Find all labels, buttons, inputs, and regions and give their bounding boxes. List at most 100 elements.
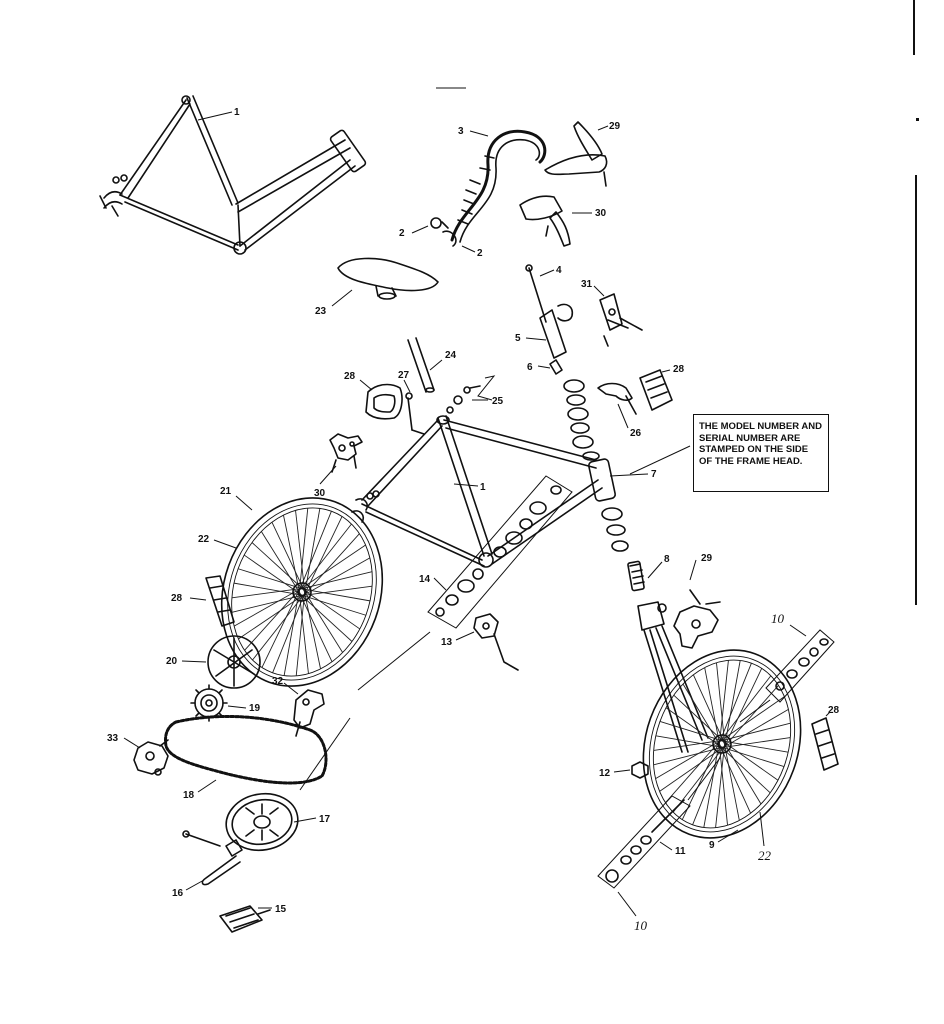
callout-seat-post: 24 [445,350,457,361]
seat-clamp-bolts-drawing [446,385,481,414]
reflector-front-drawing [639,369,673,411]
callout-brake-lever-top: 29 [609,121,621,132]
callout-reflector-front-wheel: 28 [828,705,840,716]
front-hub-parts-lower-drawing [597,795,691,889]
wheel-spoke [283,595,299,676]
wheel-spoke [306,533,360,593]
callout-rear-wheel: 21 [220,486,232,497]
wheel-spoke [296,544,366,592]
main-frame-drawing [351,415,603,568]
stem-bolt-icon [430,217,442,229]
wheel-spoke [302,596,353,642]
chainwheel-drawing [225,792,299,852]
callout-saddle: 23 [315,306,327,317]
wheel-spoke [303,587,321,669]
wheel-spoke [305,585,373,596]
rear-derailleur-drawing [133,739,169,776]
callout-front-hub-parts-lower: 10 [634,918,648,933]
wheel-spoke [251,542,302,588]
callout-rear-derailleur-shifter: 32 [272,676,284,687]
scan-edge-line [915,175,917,605]
brake-lever-top-drawing [544,121,608,187]
scan-edge-line [916,118,919,121]
wheel-spoke [725,737,791,748]
wheel-spoke [305,508,321,589]
wheel-spoke [724,747,785,768]
wheel-spoke [715,739,726,828]
front-hub-parts-upper-drawing [765,629,835,703]
brake-lever-lower-drawing [519,195,571,247]
wheel-spoke [272,589,307,673]
callout-rear-derailleur: 33 [107,733,119,744]
kickstand-drawing [473,613,519,671]
pedal-drawing [219,905,271,933]
wheel-spoke [271,522,304,588]
wheel-spoke [300,596,333,662]
axle-nut-drawing [631,761,649,779]
wheel-spoke [716,696,785,744]
reflector-rear-wheel-drawing [205,575,235,627]
callout-rear-brake: 30 [314,488,326,499]
wheel-spoke [306,516,343,591]
wheel-spoke [718,660,729,749]
wheel-spoke [283,515,301,597]
callout-reflector-rear-wheel: 28 [171,593,183,604]
callout-handlebar: 3 [458,126,464,137]
wheel-spoke [238,592,308,640]
wheel-spoke [717,663,752,747]
callout-axle-nut: 12 [599,768,611,779]
spoke-protector-drawing [207,635,261,689]
front-wheel-drawing [642,649,802,839]
shift-lever-drawing [599,293,643,347]
wheel-spoke [726,685,779,745]
wheel-spoke [665,707,725,749]
bottom-bracket-kit-drawing [427,475,573,629]
wheel-spoke [297,511,332,595]
callout-spoke-protector: 20 [166,656,178,667]
fork-drawing [627,560,709,753]
wheel-spoke [672,742,728,813]
seat-post-drawing [407,337,435,393]
wheel-spoke [295,510,305,588]
rear-brake-drawing [329,433,363,473]
callout-reflector-seat: 28 [344,371,356,382]
callout-headset: 7 [651,469,657,480]
callout-front-reflector-bracket: 26 [630,428,642,439]
derailleur-shifter-drawing [293,689,325,737]
frame-small-drawing [99,95,367,255]
wheel-spoke [726,668,763,743]
wheel-spoke [301,586,344,653]
callout-stem-wedge: 6 [527,362,533,373]
front-brake-drawing [673,589,721,649]
wheel-spoke [716,662,725,740]
wheel-spoke [703,747,719,828]
wheel-spoke [233,590,298,627]
callout-chainwheel: 17 [319,814,331,825]
wheel-spoke [673,694,722,740]
callout-rear-rim: 22 [198,534,210,545]
scan-edge-line [913,0,915,55]
model-serial-note: THE MODEL NUMBER AND SERIAL NUMBER ARE S… [693,414,829,492]
wheel-spoke [665,743,718,803]
wheel-spoke [295,587,306,676]
callout-seat-post-clamp: 27 [398,370,410,381]
wheel-spoke [719,748,728,826]
callout-fork: 8 [664,554,670,565]
crank-arm-drawing [182,830,243,886]
wheel-spoke [304,595,367,616]
wheel-spoke [244,591,298,651]
wheel-spoke [653,740,719,751]
wheel-spoke [692,741,727,825]
callout-chain: 18 [183,790,195,801]
callout-pedal: 15 [275,904,287,915]
callout-stem: 5 [515,333,521,344]
wheel-spoke [659,744,728,792]
wheel-spoke [720,748,752,814]
saddle-drawing [337,257,439,300]
callout-front-axle-parts: 11 [675,846,686,857]
wheel-spoke [659,720,720,741]
callout-shift-lever: 31 [581,279,593,290]
wheel-spoke [260,531,303,598]
wheel-spoke [721,738,762,805]
